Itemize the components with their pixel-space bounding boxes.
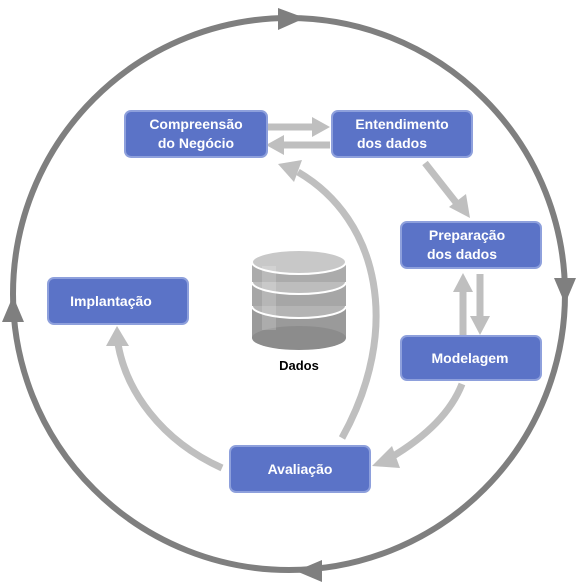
node-deployment: Implantação [47,277,189,325]
node-business-understanding: Compreensão do Negócio [124,110,268,158]
arrowhead-business-to-data [312,117,330,137]
arrowhead-modeling-to-evaluation [372,446,400,468]
node-evaluation-label: Avaliação [268,461,333,477]
arrowhead-data-to-preparation [449,194,470,218]
node-modeling-label: Modelagem [431,350,508,366]
database-icon [251,249,347,350]
node-data-understanding: Entendimento dos dados [331,110,473,158]
node-data-preparation-line1: Preparação [429,227,505,243]
outer-cycle-arrow-left [2,296,24,322]
outer-cycle-arrow-right [554,278,576,304]
arrowhead-data-to-business [266,135,284,155]
inner-arrowheads [106,117,490,468]
inner-arrows [114,123,484,472]
outer-cycle-arrow-top [278,8,305,30]
arrowhead-evaluation-to-deployment [106,326,129,346]
node-modeling: Modelagem [400,335,542,381]
node-data-understanding-line2: dos dados [357,135,427,151]
node-data-preparation-line2: dos dados [427,246,497,262]
node-data-preparation: Preparação dos dados [400,221,542,269]
node-deployment-label: Implantação [70,293,152,309]
outer-cycle [2,8,576,582]
node-data-understanding-line1: Entendimento [355,116,448,132]
arrow-data-to-preparation [422,160,461,208]
arrow-evaluation-to-business [296,168,380,440]
arrowhead-preparation-to-modeling [470,316,490,335]
outer-cycle-arrow-bottom [296,560,322,582]
arrow-modeling-to-evaluation [388,382,466,462]
arrow-evaluation-to-deployment [114,343,224,472]
node-business-understanding-line2: do Negócio [158,135,234,151]
arrowhead-evaluation-to-business [278,160,302,182]
node-evaluation: Avaliação [229,445,371,493]
arrowhead-modeling-to-preparation [453,273,473,292]
center-label: Dados [279,358,319,373]
node-business-understanding-line1: Compreensão [149,116,242,132]
